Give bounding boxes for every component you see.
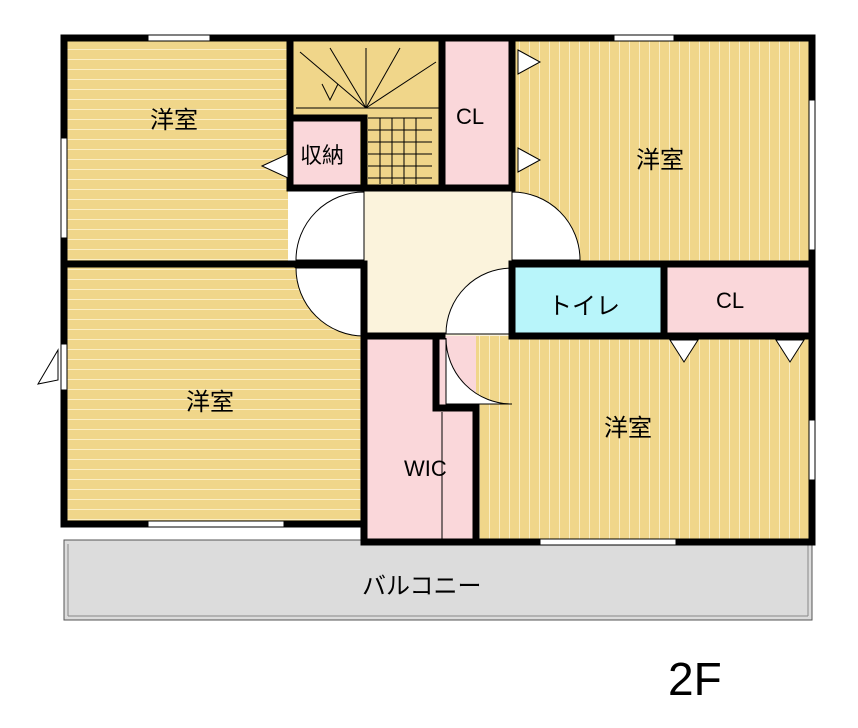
door-markers (37, 49, 805, 385)
room-nw-floor (66, 40, 288, 264)
room-se-floor (476, 336, 812, 542)
balcony-label: バルコニー (362, 572, 482, 600)
door-swings (294, 191, 581, 405)
wic-floor (364, 336, 476, 542)
room-nw-label: 洋室 (150, 106, 198, 134)
storage-label: 収納 (300, 144, 345, 169)
storage-floor (290, 118, 360, 188)
toilet-floor (512, 264, 664, 336)
floor-label: 2F (668, 653, 722, 705)
closet-e-floor (664, 264, 812, 336)
windows (60, 34, 816, 546)
wic-label: WIC (404, 456, 447, 481)
room-sw-label: 洋室 (186, 388, 234, 416)
room-ne-label: 洋室 (636, 146, 684, 174)
closet-n-label: CL (456, 104, 485, 129)
toilet-label: トイレ (548, 292, 620, 320)
balcony (63, 539, 813, 621)
closet-e-label: CL (716, 288, 745, 313)
room-se-label: 洋室 (604, 414, 652, 442)
stairs (296, 47, 440, 184)
closet-n-floor (442, 40, 512, 188)
